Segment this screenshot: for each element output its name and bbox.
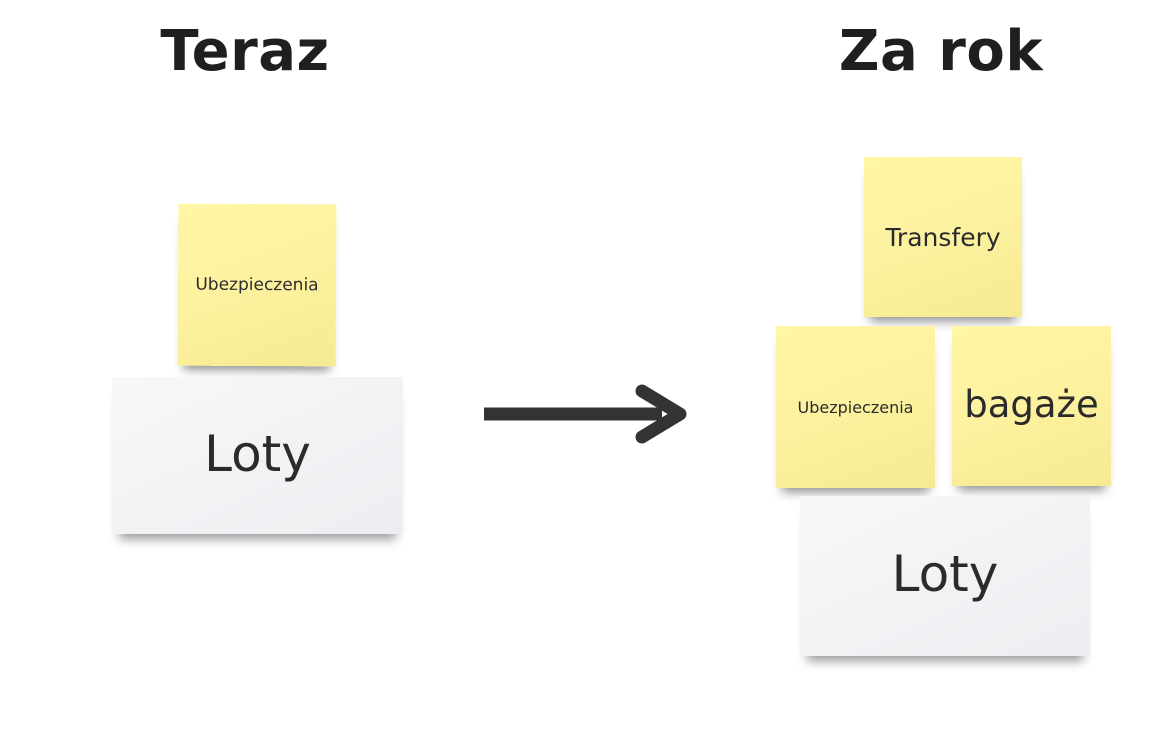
- sticky-note-insurance-next-year[interactable]: Ubezpieczenia: [776, 326, 935, 488]
- heading-now: Teraz: [160, 19, 330, 84]
- card-label: Loty: [891, 545, 999, 603]
- arrow-right-icon: [484, 384, 687, 444]
- sticky-note-insurance-now[interactable]: Ubezpieczenia: [177, 203, 337, 367]
- sticky-note-label: bagaże: [964, 382, 1099, 426]
- card-label: Loty: [204, 424, 311, 483]
- card-flights-next-year[interactable]: Loty: [800, 496, 1090, 656]
- sticky-note-label: Ubezpieczenia: [195, 274, 319, 296]
- card-flights-now[interactable]: Loty: [112, 377, 403, 534]
- sticky-note-transfers[interactable]: Transfery: [864, 157, 1022, 317]
- sticky-note-luggage[interactable]: bagaże: [952, 326, 1111, 486]
- sticky-note-label: Transfery: [885, 222, 1001, 252]
- heading-next-year: Za rok: [838, 19, 1044, 84]
- sticky-note-label: Ubezpieczenia: [797, 397, 914, 417]
